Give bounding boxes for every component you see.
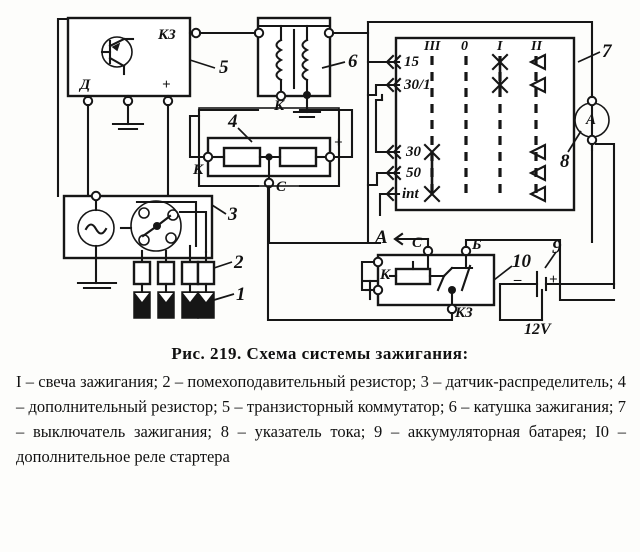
matrix-col-III: III xyxy=(424,39,441,54)
wire-relay-kz xyxy=(266,185,454,322)
mark-tri-II-50 xyxy=(528,164,547,182)
callout-7: 7 xyxy=(602,41,612,62)
suppression-resistors xyxy=(132,260,233,294)
matrix-row-15: 15 xyxy=(404,54,419,70)
terminal-relay-kz-label: КЗ xyxy=(455,305,473,321)
distributor-ground-symbol xyxy=(76,281,118,290)
mark-x-III-30 xyxy=(423,143,441,161)
caption-title: Рис. 219. Схема системы зажигания: xyxy=(171,344,469,363)
ignition-coil-block xyxy=(253,16,346,102)
mark-tri-II-30 xyxy=(528,143,547,161)
battery xyxy=(498,251,616,322)
battery-voltage-label: 12V xyxy=(524,321,551,338)
resistor-enclosure-right xyxy=(298,108,341,188)
figure-caption: Рис. 219. Схема системы зажигания: I – с… xyxy=(0,344,640,469)
mark-x-I-30-1 xyxy=(491,76,509,94)
callout-8: 8 xyxy=(560,151,570,172)
terminal-kz-label: КЗ xyxy=(158,27,176,43)
starter-relay-block xyxy=(362,245,513,315)
callout-6: 6 xyxy=(348,51,358,72)
terminal-relay-b-label: Б xyxy=(472,237,482,253)
wire-left-frame xyxy=(56,17,68,198)
ht-leads xyxy=(140,244,208,264)
distributor-block xyxy=(62,190,227,285)
wire-relay-b xyxy=(464,238,616,302)
terminal-relay-k-label: К xyxy=(380,267,391,283)
callout-2: 2 xyxy=(234,252,244,273)
matrix-col-II: II xyxy=(531,39,542,54)
point-a-arrow xyxy=(393,232,430,249)
spark-plugs xyxy=(133,291,235,319)
ammeter xyxy=(567,93,610,153)
matrix-row-30-1: 30/1 xyxy=(404,77,431,93)
callout-10: 10 xyxy=(512,251,531,272)
wire-relay-k xyxy=(360,260,376,292)
callout-3: 3 xyxy=(228,204,238,225)
matrix-row-50: 50 xyxy=(406,165,421,181)
terminal-resistor-k-label: К xyxy=(193,162,204,178)
wire-ammeter-to-battery xyxy=(594,142,616,290)
mark-x-I-15 xyxy=(491,53,509,71)
matrix-row-30: 30 xyxy=(406,144,421,160)
resistor-enclosure-left xyxy=(197,108,260,188)
mark-tri-II-int xyxy=(528,185,547,203)
matrix-col-0: 0 xyxy=(461,39,468,54)
ignition-system-schematic xyxy=(56,16,616,322)
callout-5: 5 xyxy=(219,57,229,78)
matrix-col-I: I xyxy=(497,39,503,54)
caption-body: I – свеча зажигания; 2 – помехоподавител… xyxy=(16,372,626,467)
mark-x-III-int xyxy=(423,185,441,203)
callout-1: 1 xyxy=(236,284,246,305)
terminal-relay-c-label: С xyxy=(412,235,423,251)
transistor-switch-block xyxy=(66,16,216,107)
terminal-resistor-c-label: С xyxy=(276,179,287,195)
mark-tri-II-15 xyxy=(528,53,547,71)
ground-symbol-switch xyxy=(111,103,145,131)
terminal-d-label: Д xyxy=(80,77,91,93)
matrix-row-int: int xyxy=(402,186,419,202)
additional-resistor-block xyxy=(198,107,340,189)
terminal-plus-label: + xyxy=(162,77,171,93)
point-a-label: А xyxy=(375,227,388,248)
callout-4: 4 xyxy=(228,111,238,132)
mark-tri-II-30-1 xyxy=(528,76,547,94)
terminal-resistor-plus-label: + xyxy=(334,135,343,151)
wire-resistor-c-to-relay xyxy=(267,185,382,245)
wire-resistor-k xyxy=(188,114,206,159)
terminal-coil-k-label: К xyxy=(274,98,285,114)
wire-resistor-plus xyxy=(332,108,354,159)
callout-9: 9 xyxy=(552,237,562,258)
battery-minus-label: – xyxy=(514,272,522,288)
ammeter-glyph-label: А xyxy=(586,112,597,128)
ignition-switch-block xyxy=(366,20,601,244)
battery-plus-label: + xyxy=(549,272,558,288)
